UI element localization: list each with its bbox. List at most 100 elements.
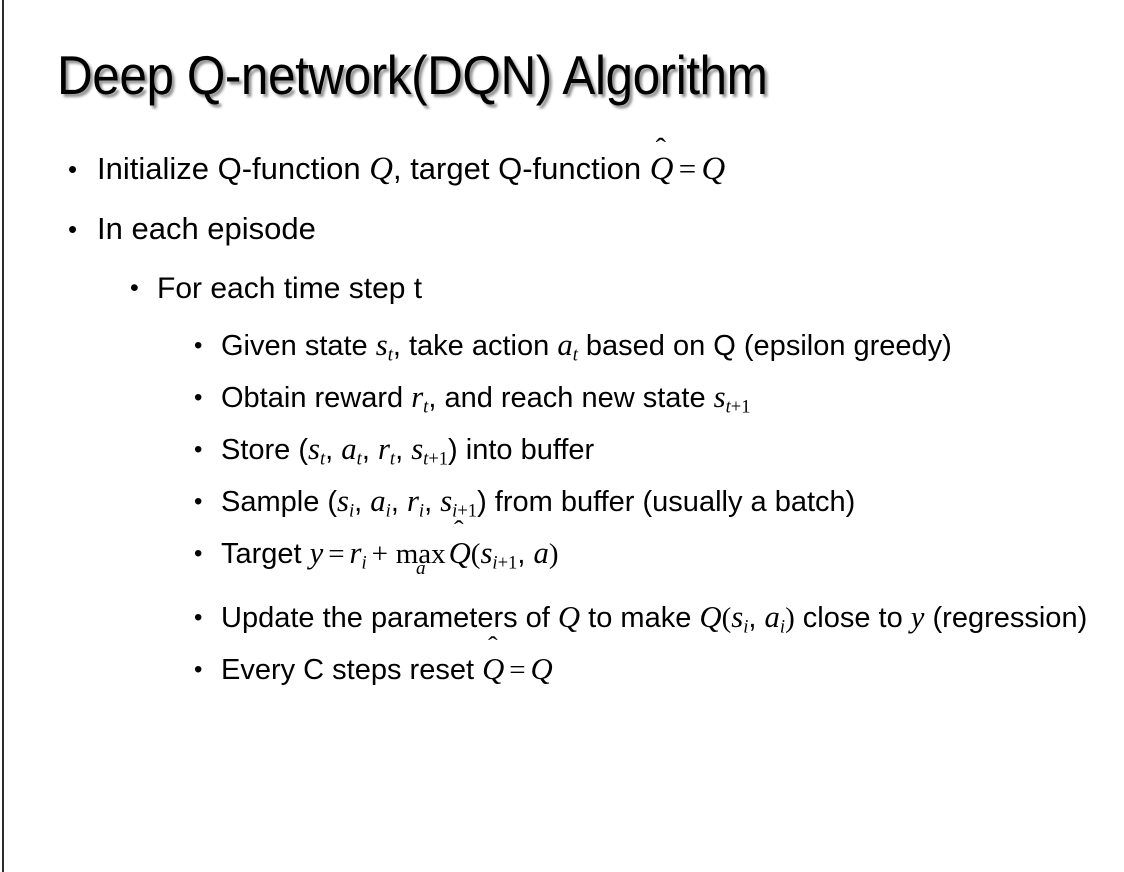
text-fragment: close to (794, 602, 911, 634)
text-fragment: (regression) (924, 602, 1088, 634)
math-var-a: a (557, 328, 573, 362)
math-var-y: y (309, 536, 324, 570)
subscript-index: i (492, 552, 498, 574)
subscript-index: t (725, 396, 731, 418)
text-fragment: Sample ( (221, 486, 338, 518)
math-equals: = (328, 538, 345, 570)
math-var-s: s (308, 432, 320, 466)
text-fragment: Obtain reward (221, 382, 412, 414)
circumflex-accent: ˆ (454, 517, 464, 545)
math-var-r: r (406, 484, 419, 518)
text-fragment: Every C steps reset (221, 654, 483, 686)
text-fragment: to make (580, 602, 700, 634)
text-fragment: Target (221, 538, 310, 570)
math-subscript: t (320, 448, 326, 470)
math-subscript: t (389, 448, 396, 470)
bullet-glyph: • (194, 540, 203, 567)
math-subscript: i (418, 500, 425, 522)
list-item-initialize: • Initialize Q-function Q, target Q-func… (0, 134, 1124, 190)
bullet-glyph: • (194, 656, 203, 683)
text-fragment: , and reach new state (428, 382, 714, 414)
bullet-glyph: • (194, 384, 203, 411)
math-subscript: i (349, 500, 355, 522)
list-item-given-state: • Given state st, take action at based o… (0, 323, 1124, 369)
text-fragment: , (325, 434, 342, 466)
list-item-obtain-reward: • Obtain reward rt, and reach new state … (0, 375, 1124, 421)
list-item-text: For each time step t (157, 272, 423, 305)
math-var-a: a (533, 536, 549, 570)
list-item-text: Given state st, take action at based on … (221, 323, 1104, 369)
bullet-glyph: • (194, 604, 203, 631)
text-fragment: , (390, 486, 407, 518)
math-subscript: t (572, 344, 578, 366)
list-item-store: • Store (st, at, rt, st+1) into buffer (0, 427, 1124, 473)
max-label: max (395, 538, 446, 570)
circumflex-accent: ˆ (487, 633, 498, 661)
bullet-list: • Initialize Q-function Q, target Q-func… (0, 134, 1124, 699)
text-fragment: , target Q-function (392, 151, 650, 186)
math-equals: = (509, 654, 526, 686)
math-subscript: i+1 (492, 553, 517, 574)
page-title: Deep Q-network(DQN) Algorithm (57, 44, 768, 106)
subscript-offset: +1 (457, 500, 478, 522)
math-equals: = (678, 151, 697, 186)
math-var-s: s (713, 380, 726, 414)
math-var-s-next: s (411, 432, 424, 466)
math-var-r: r (377, 432, 390, 466)
text-fragment: , (395, 434, 412, 466)
text-fragment: Given state (221, 330, 376, 362)
subscript-index: t (423, 448, 429, 470)
math-var-base: Q (482, 652, 505, 686)
list-item-text: Update the parameters of Q to make Q(si,… (221, 595, 1104, 641)
text-fragment: ) into buffer (448, 434, 595, 466)
math-var-r: r (349, 536, 362, 570)
list-item-update: • Update the parameters of Q to make Q(s… (0, 595, 1124, 641)
math-var-s: s (731, 600, 744, 634)
math-subscript: i (743, 616, 749, 638)
subscript-offset: +1 (428, 448, 449, 470)
math-var-q: Q (557, 600, 581, 634)
math-var-q2: Q (701, 151, 726, 187)
math-subscript: t (423, 396, 429, 418)
math-var-s: s (375, 328, 388, 362)
paren-open: ( (470, 538, 481, 570)
text-fragment: ) from buffer (usually a batch) (477, 486, 856, 518)
math-var-s-next: s (440, 484, 453, 518)
left-edge-rule (2, 0, 4, 872)
paren-open: ( (721, 602, 732, 634)
math-subscript: t+1 (423, 449, 448, 470)
list-item-in-each-episode: • In each episode (0, 208, 1124, 250)
list-item-text: Obtain reward rt, and reach new state st… (221, 375, 1104, 421)
bullet-glyph: • (68, 154, 78, 184)
text-fragment: , (517, 538, 534, 570)
math-var-s: s (337, 484, 350, 518)
bullet-glyph: • (194, 436, 203, 463)
bullet-glyph: • (68, 214, 78, 244)
max-underset-var: a (415, 558, 426, 580)
math-var-q2: Q (699, 600, 722, 634)
text-fragment: , take action (392, 330, 558, 362)
list-item-text: Store (st, at, rt, st+1) into buffer (221, 427, 1104, 473)
text-fragment: Initialize Q-function (97, 151, 370, 186)
list-item-text: Sample (si, ai, ri, si+1) from buffer (u… (221, 479, 1104, 525)
bullet-glyph: • (194, 332, 203, 359)
text-fragment: , (354, 486, 371, 518)
list-item-text: In each episode (97, 211, 316, 246)
text-fragment: , (748, 602, 765, 634)
math-var-q: Q (369, 151, 393, 187)
paren-close: ) (548, 538, 559, 570)
text-fragment: , (361, 434, 378, 466)
math-var-s: s (480, 536, 493, 570)
math-subscript: i+1 (452, 501, 477, 522)
math-plus: + (371, 538, 388, 570)
subscript-offset: +1 (497, 552, 518, 574)
